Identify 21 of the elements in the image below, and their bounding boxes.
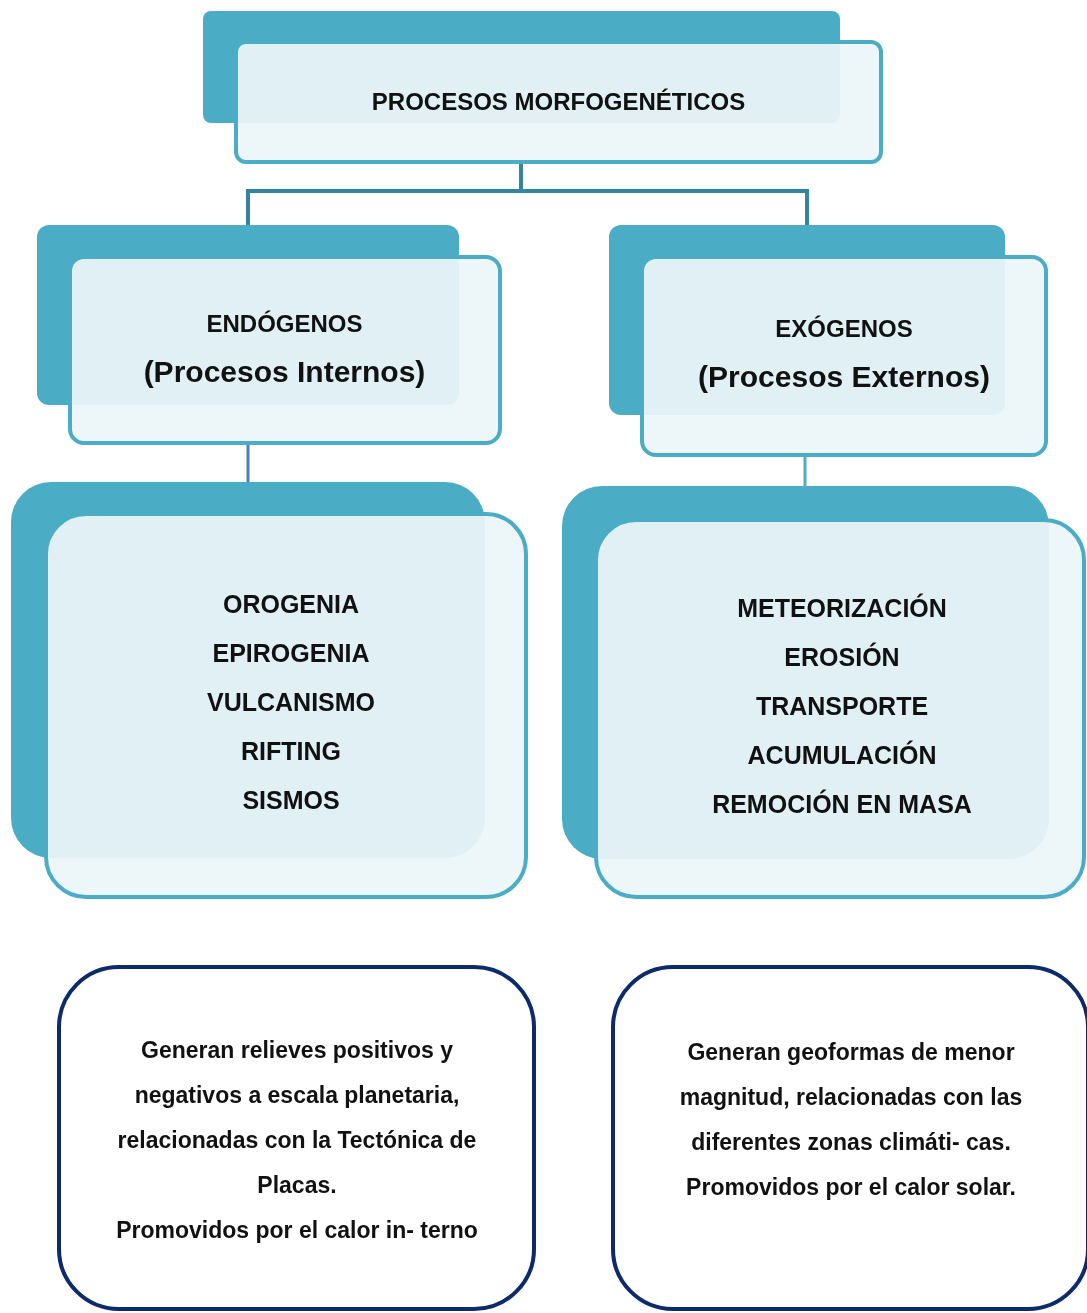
description-text: Promovidos por el calor in- terno [116, 1215, 478, 1245]
list-item: VULCANISMO [206, 686, 376, 718]
subtitle-text: (Procesos Internos) [143, 354, 426, 391]
list-item: OROGENIA [222, 588, 360, 620]
title-text: ENDÓGENOS [206, 309, 363, 340]
list-item: SISMOS [242, 784, 340, 816]
list-item: RIFTING [241, 735, 341, 767]
list-item: REMOCIÓN EN MASA [712, 788, 972, 820]
list-item: EPIROGENIA [212, 637, 370, 669]
list-item: TRANSPORTE [755, 690, 929, 722]
connector-line [803, 456, 807, 486]
title-text: EXÓGENOS [775, 314, 913, 345]
description-text: Promovidos por el calor solar. [686, 1173, 1016, 1202]
list-item: EROSIÓN [784, 641, 900, 673]
subtitle-text: (Procesos Externos) [698, 359, 990, 396]
list-item: ACUMULACIÓN [747, 739, 937, 771]
description-text: Generan relieves positivos y negativos a escala planetaria, relacionadas con la Tectónica de Placas. [116, 1035, 478, 1200]
connector-line [246, 444, 250, 482]
list-item: METEORIZACIÓN [737, 592, 947, 624]
description-text: Generan geoformas de menor magnitud, relacionadas con las diferentes zonas climáti- cas. [678, 1038, 1024, 1157]
title-text: PROCESOS MORFOGENÉTICOS [371, 87, 746, 117]
